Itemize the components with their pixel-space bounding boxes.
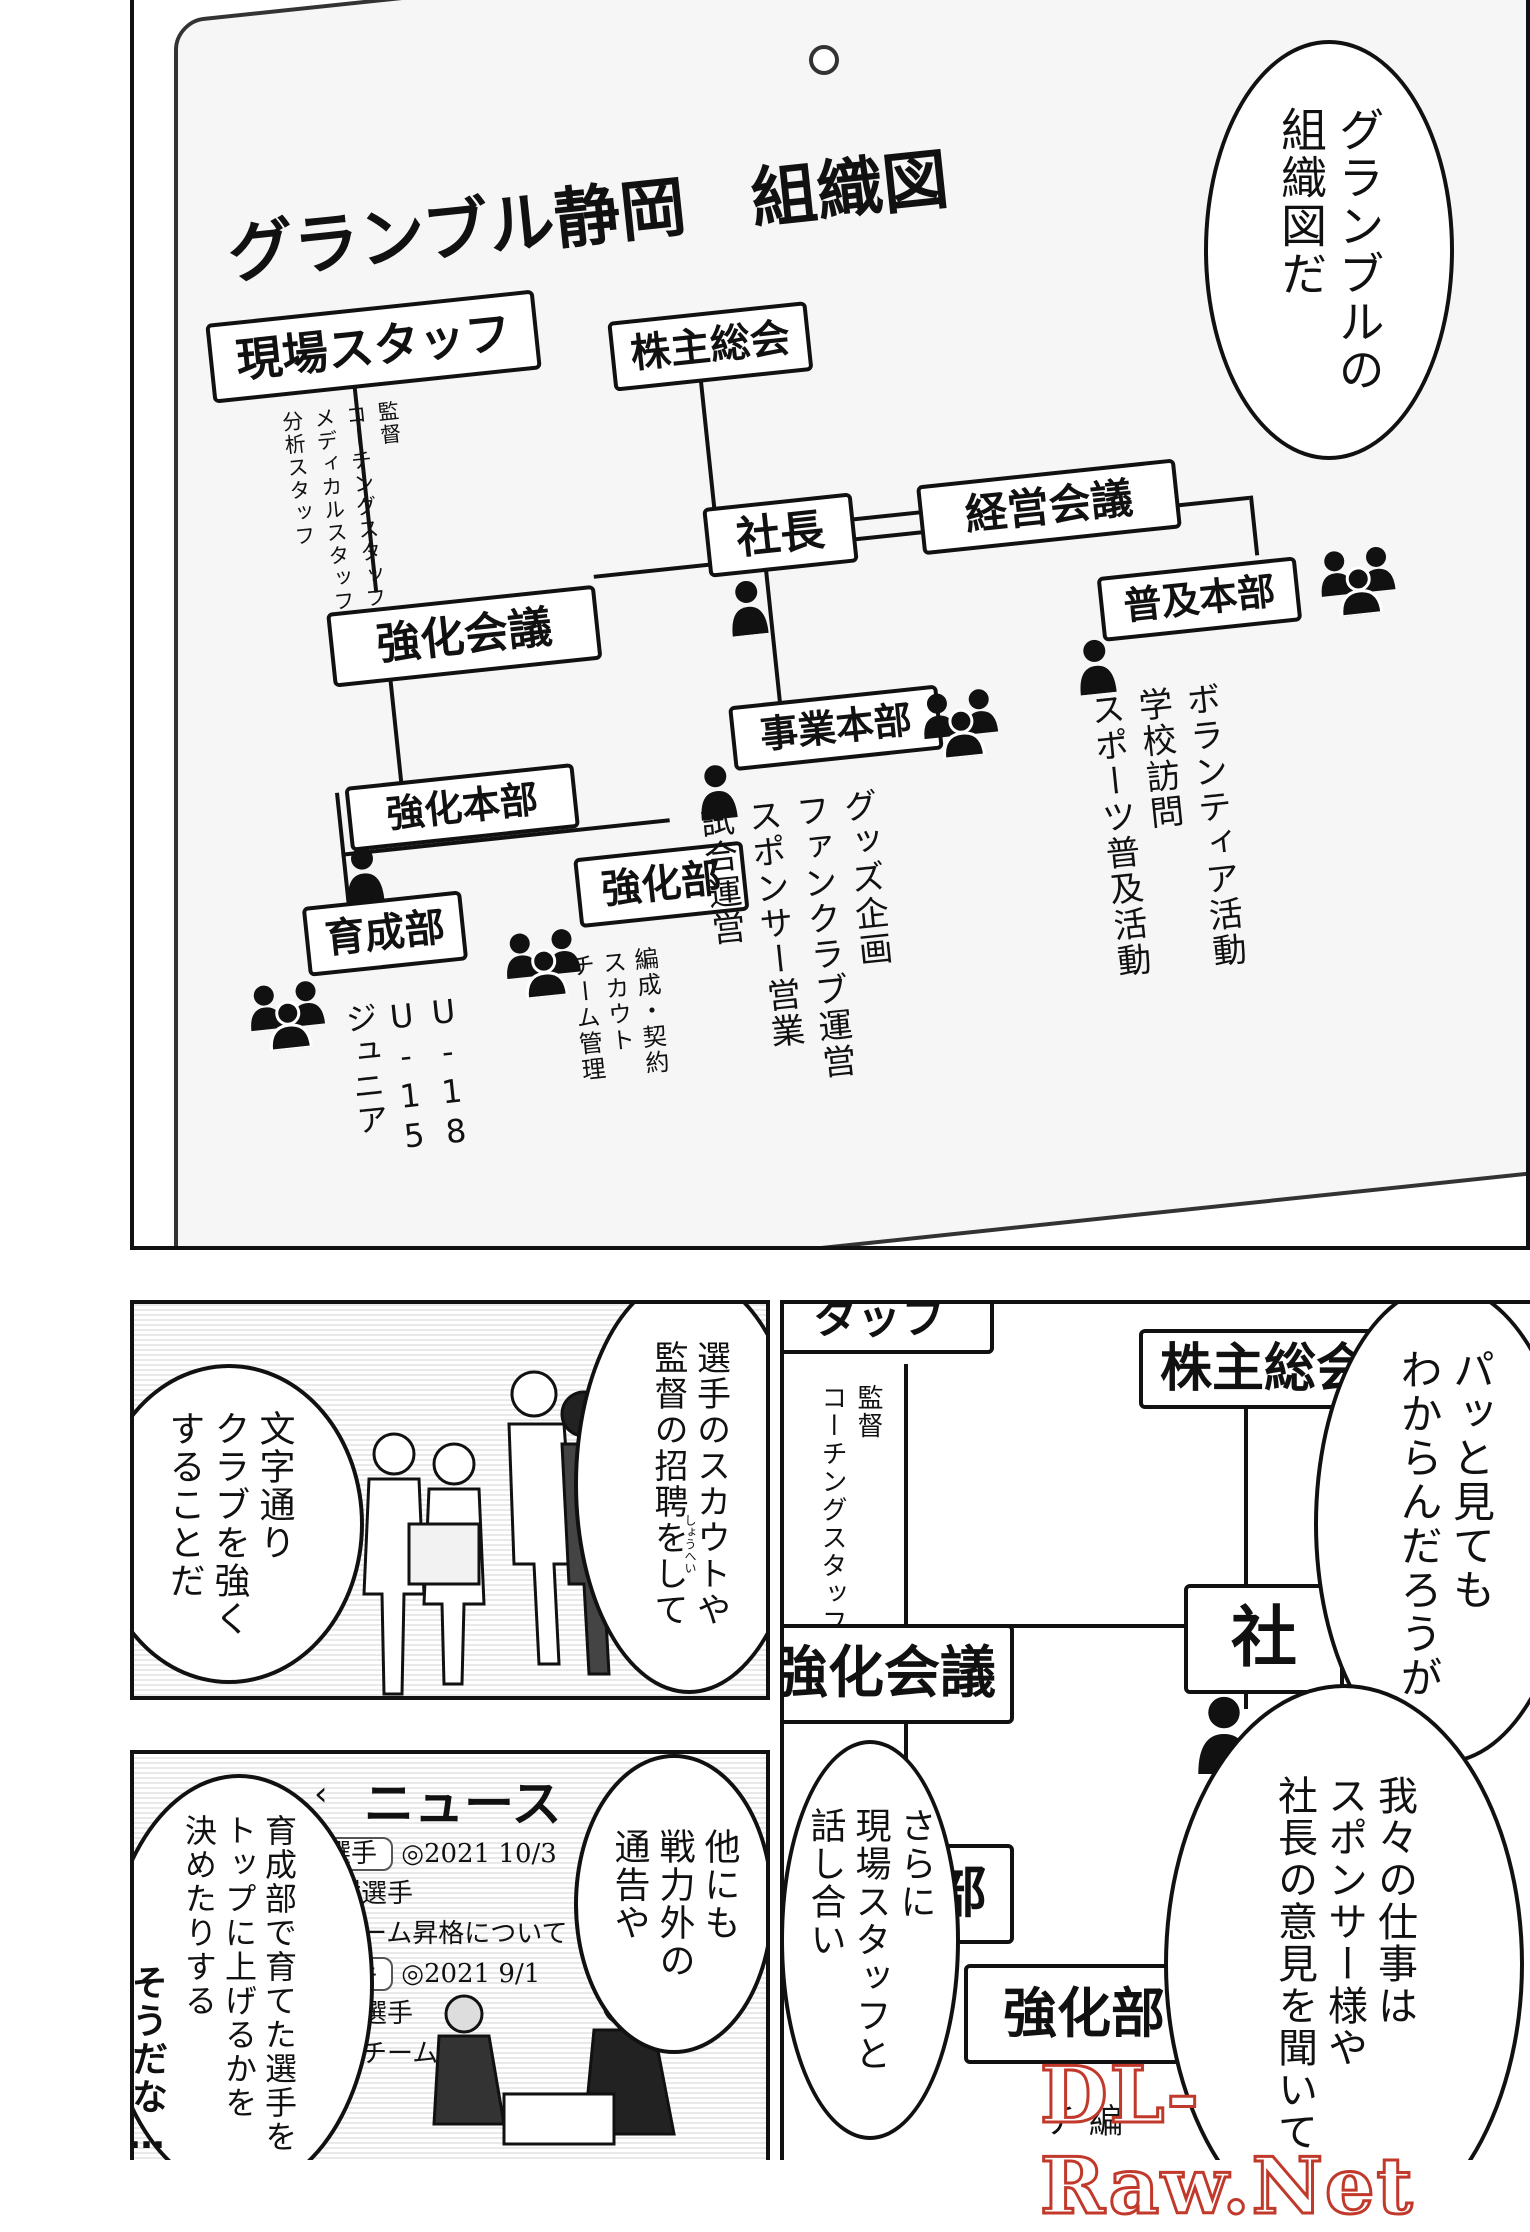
box-kabunushi-sokai: 株主総会 (1139, 1329, 1389, 1409)
bottom-left-panel: ‹ ニュース 選手 ◎2021 10/3 直樹選手 プチーム昇格について 選手 … (130, 1750, 770, 2160)
speech-line: 他にも (698, 1828, 740, 1942)
news-title: ニュース (364, 1775, 562, 1833)
webcam-dot (809, 45, 839, 75)
box-shacho: 社長 (702, 492, 859, 578)
list-item: 分析スタッフ (278, 409, 318, 550)
box-kabunushi-sokai: 株主総会 (607, 301, 814, 392)
box-partial-staff: タッフ (784, 1304, 994, 1354)
speech-line: パッと見ても (1446, 1348, 1496, 1612)
speech-line: クラブを強く (208, 1410, 250, 1638)
watermark: DL-Raw.Net (1039, 2049, 1415, 2232)
box-ikusei-bu: 育成部 (301, 890, 469, 977)
person-icon (732, 580, 769, 637)
list-item: コーチングスタッフ (817, 1384, 847, 1636)
chevron-left-icon: ‹ (314, 1774, 328, 1814)
person-icon (1080, 639, 1117, 696)
speech-line: 決めたりする (180, 1814, 218, 2018)
connector (904, 1624, 1384, 1628)
box-fukyu-honbu: 普及本部 (1096, 556, 1303, 642)
speech-bubble-promotion: 育成部で育てた選手を トップに上げるかを 決めたりする (134, 1774, 374, 2160)
bottom-partial-text: チ 編 (1044, 2102, 1123, 2142)
connector (387, 666, 404, 787)
box-kyoka-honbu: 強化本部 (344, 762, 580, 852)
group-icon (507, 929, 581, 1001)
speech-line: わからんだろうが (1394, 1348, 1443, 1700)
speech-bubble-org-chart: グランブルの 組織図だ (1204, 40, 1454, 460)
speech-line: 戦力外の (653, 1828, 695, 1980)
list-item: ボランティア活動 (1178, 680, 1249, 971)
speech-bubble-our-job: 我々の仕事は スポンサー様や 社長の意見を聞いて (1164, 1684, 1524, 2160)
box-shacho-partial: 社 (1184, 1584, 1344, 1694)
group-icon (1321, 546, 1396, 619)
list-genba-staff: 監督 コーチングスタッフ メディカルスタッフ 分析スタッフ (275, 399, 427, 651)
connector (1244, 1409, 1248, 1709)
mid-left-panel: 選手のスカウトや 監督の招聘をして しょうへい 文字通り クラブを強く すること… (130, 1300, 770, 1700)
connector (763, 566, 783, 707)
person-icon (348, 847, 385, 904)
furigana-shohei: しょうへい (683, 1514, 697, 1574)
box-jigyo-honbu: 事業本部 (728, 684, 944, 772)
speech-bubble-strengthen: 文字通り クラブを強く することだ (134, 1364, 364, 1684)
speech-line: 社長の意見を聞いて (1271, 1775, 1317, 2153)
news-date: ◎2021 10/3 (401, 1839, 557, 1869)
connector (593, 561, 719, 579)
speech-line: グランブルの (1331, 106, 1386, 394)
box-kyoka-kaigi: 強化会議 (784, 1624, 1014, 1724)
news-date: ◎2021 9/1 (401, 1959, 541, 1989)
box-keiei-kaigi: 経営会議 (916, 458, 1182, 556)
speech-line: 育成部で育てた選手を (260, 1814, 298, 2154)
list-item: 監督 (374, 399, 403, 448)
list-item: 学校訪問 (1130, 685, 1186, 833)
list-item: 試合運営 (692, 801, 748, 949)
speech-line: 通告や (608, 1828, 650, 1942)
connector (697, 367, 718, 518)
speech-line: スポンサー様や (1321, 1775, 1367, 2069)
right-panel: タッフ 株主総会 監督 コーチングスタッフ 強化会議 社 部 強化部 チ 編 パ… (780, 1300, 1530, 2160)
person-icon (701, 765, 738, 821)
list-item: 監督 (853, 1384, 883, 1440)
list-item: グッズ企画 (835, 786, 895, 970)
speech-bubble-scout: 選手のスカウトや 監督の招聘をして (574, 1304, 766, 1694)
speech-line: 現場スタッフと (849, 1807, 891, 2073)
speech-line: することだ (163, 1410, 205, 1600)
speech-line: 文字通り (253, 1410, 295, 1562)
top-panel: グランブル静岡 組織図 現場スタッフ 株主総会 社長 経営会議 強化会議 普及本… (130, 0, 1530, 1250)
speech-line: 監督の招聘をして (648, 1340, 688, 1628)
org-chart-title: グランブル静岡 組織図 (224, 140, 953, 294)
list-genba-partial: 監督 コーチングスタッフ (814, 1384, 886, 1636)
speech-soudana: そうだな… (130, 1964, 167, 2159)
speech-line: トップに上げるかを (220, 1814, 258, 2120)
list-fukyu: ボランティア活動 学校訪問 スポーツ普及活動 (1079, 680, 1252, 981)
speech-line: 話し合い (804, 1807, 846, 1959)
group-icon (924, 689, 999, 761)
screen-content: グランブル静岡 組織図 現場スタッフ 株主総会 社長 経営会議 強化会議 普及本… (134, 0, 1526, 1246)
speech-line: 我々の仕事は (1371, 1775, 1417, 2027)
list-item: 編成・契約 (628, 945, 671, 1078)
group-icon (251, 981, 326, 1053)
list-ikusei: U-18 U-15 ジュニア (337, 991, 479, 1163)
speech-bubble-glance: パッと見ても わからんだろうが (1314, 1304, 1530, 1764)
connector (1248, 495, 1260, 556)
speech-line: 組織図だ (1274, 106, 1328, 298)
speech-line: 選手のスカウトや (690, 1340, 731, 1628)
speech-bubble-discuss: さらに 現場スタッフと 話し合い (780, 1740, 960, 2140)
box-genba-staff: 現場スタッフ (205, 289, 542, 404)
list-jigyo: グッズ企画 ファンクラブ運営 スポンサー営業 試合運営 (688, 786, 909, 1092)
speech-line: さらに (894, 1807, 936, 1921)
speech-bubble-others: 他にも 戦力外の 通告や (574, 1754, 766, 2054)
